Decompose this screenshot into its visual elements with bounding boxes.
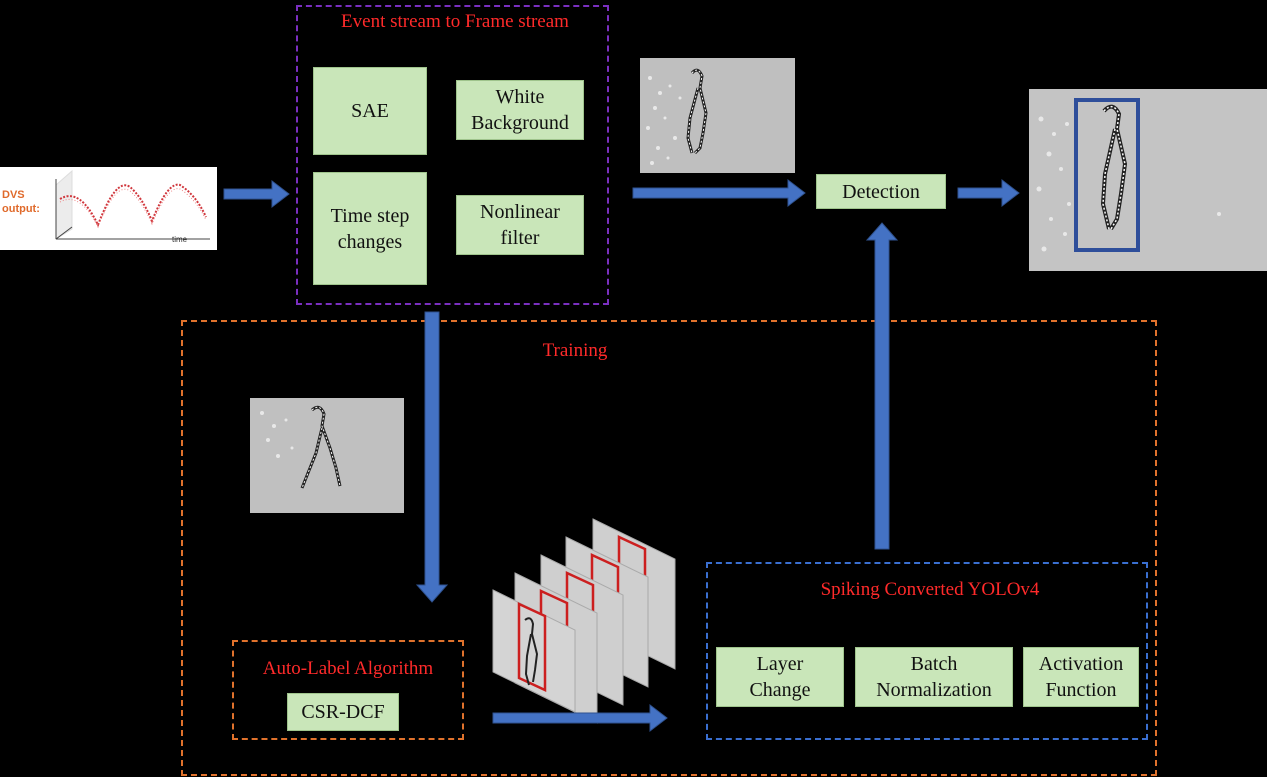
yolo-layer-change: Layer Change [716, 647, 844, 707]
dvs-plot-graphic [55, 169, 210, 240]
arrow-detection-to-output [957, 178, 1020, 208]
event-stream-group-title: Event stream to Frame stream [341, 11, 569, 32]
dvs-output-label: DVS output: [2, 189, 40, 215]
detection-bounding-box [1074, 98, 1140, 252]
training-frame-graphic [250, 398, 404, 513]
method-time-step-changes: Time step changes [313, 172, 427, 285]
arrow-conversion-to-detection [632, 178, 806, 208]
frame-image-top [640, 58, 795, 173]
auto-label-title: Auto-Label Algorithm [262, 658, 434, 679]
yolo-batch-normalization: Batch Normalization [855, 647, 1013, 707]
arrow-dvs-to-conversion [223, 179, 290, 209]
method-white-background: White Background [456, 80, 584, 140]
dvs-output-plot: DVS output: time [0, 167, 217, 250]
dvs-time-axis-label: time [172, 235, 188, 244]
auto-label-group [232, 640, 464, 740]
training-group-title: Training [542, 340, 608, 361]
yolo-activation-function: Activation Function [1023, 647, 1139, 707]
detection-output-graphic [1029, 89, 1267, 271]
detection-box: Detection [816, 174, 946, 209]
event-stream-group [296, 5, 609, 305]
training-group [181, 320, 1157, 776]
yolo-group-title: Spiking Converted YOLOv4 [820, 579, 1040, 600]
csr-dcf-box: CSR-DCF [287, 693, 399, 731]
method-sae: SAE [313, 67, 427, 155]
training-frame-image [250, 398, 404, 513]
yolo-group [706, 562, 1148, 740]
frame-top-graphic [640, 58, 795, 173]
detection-output-image [1029, 89, 1267, 271]
method-nonlinear-filter: Nonlinear filter [456, 195, 584, 255]
